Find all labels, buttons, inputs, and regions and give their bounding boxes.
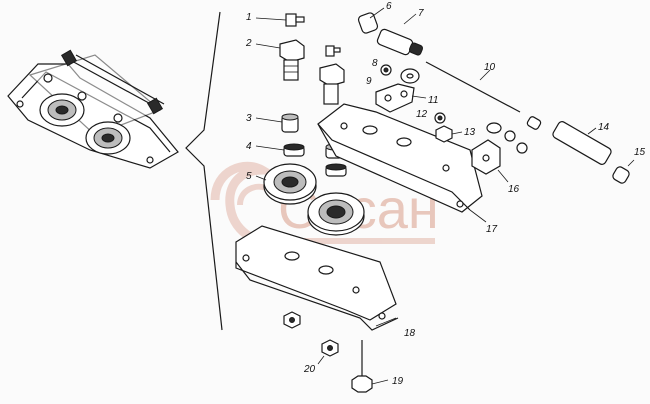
callout-5: 5 xyxy=(246,171,252,182)
part-18-lower-bracket xyxy=(235,225,399,331)
part-14-tube xyxy=(552,121,612,165)
part-20-nut xyxy=(283,311,339,365)
callout-17: 17 xyxy=(486,224,498,235)
callout-19: 19 xyxy=(392,376,404,387)
part-5-pulley xyxy=(255,163,317,205)
part-16-clevis xyxy=(471,122,509,183)
part-4-seal-ring xyxy=(255,143,347,177)
part-1-grease-fitting xyxy=(255,13,305,27)
callout-7: 7 xyxy=(418,8,424,19)
part-12-nut xyxy=(434,112,446,124)
callout-4: 4 xyxy=(246,141,252,152)
part-6-bushing xyxy=(357,7,385,34)
callout-10: 10 xyxy=(484,62,496,73)
second-fitting-and-bolt xyxy=(319,45,345,105)
part-19-bolt xyxy=(351,340,389,393)
callout-14: 14 xyxy=(598,122,610,133)
part-10-rod xyxy=(425,61,521,113)
watermark-logo-swoosh xyxy=(210,161,435,250)
part-8-nut xyxy=(380,64,392,76)
callout-18: 18 xyxy=(404,328,416,339)
part-9-lever xyxy=(400,68,420,84)
part-3-bushing xyxy=(255,113,299,133)
assembled-roller-unit xyxy=(7,49,179,169)
callout-11: 11 xyxy=(428,95,438,106)
callout-2: 2 xyxy=(245,38,252,49)
grouping-bracket xyxy=(185,11,223,331)
part-13-nut xyxy=(435,125,463,143)
callout-13: 13 xyxy=(464,127,476,138)
callout-15: 15 xyxy=(634,147,646,158)
callout-9: 9 xyxy=(366,76,372,87)
part-11-lever-block xyxy=(375,83,427,113)
part-2-hollow-bolt xyxy=(255,39,305,81)
small-washers xyxy=(504,116,542,154)
callout-labels: 1 2 3 4 5 6 7 8 9 10 11 12 13 14 15 16 1… xyxy=(245,1,646,387)
part-17-upper-bracket xyxy=(317,103,487,223)
part-15-end-bushing xyxy=(612,159,635,184)
part-7-tube xyxy=(376,13,424,56)
second-pulley xyxy=(307,192,365,236)
callout-6: 6 xyxy=(386,1,392,12)
callout-1: 1 xyxy=(246,12,252,23)
callout-16: 16 xyxy=(508,184,520,195)
callout-8: 8 xyxy=(372,58,378,69)
callout-3: 3 xyxy=(246,113,252,124)
callout-20: 20 xyxy=(303,364,316,375)
callout-12: 12 xyxy=(416,109,428,120)
